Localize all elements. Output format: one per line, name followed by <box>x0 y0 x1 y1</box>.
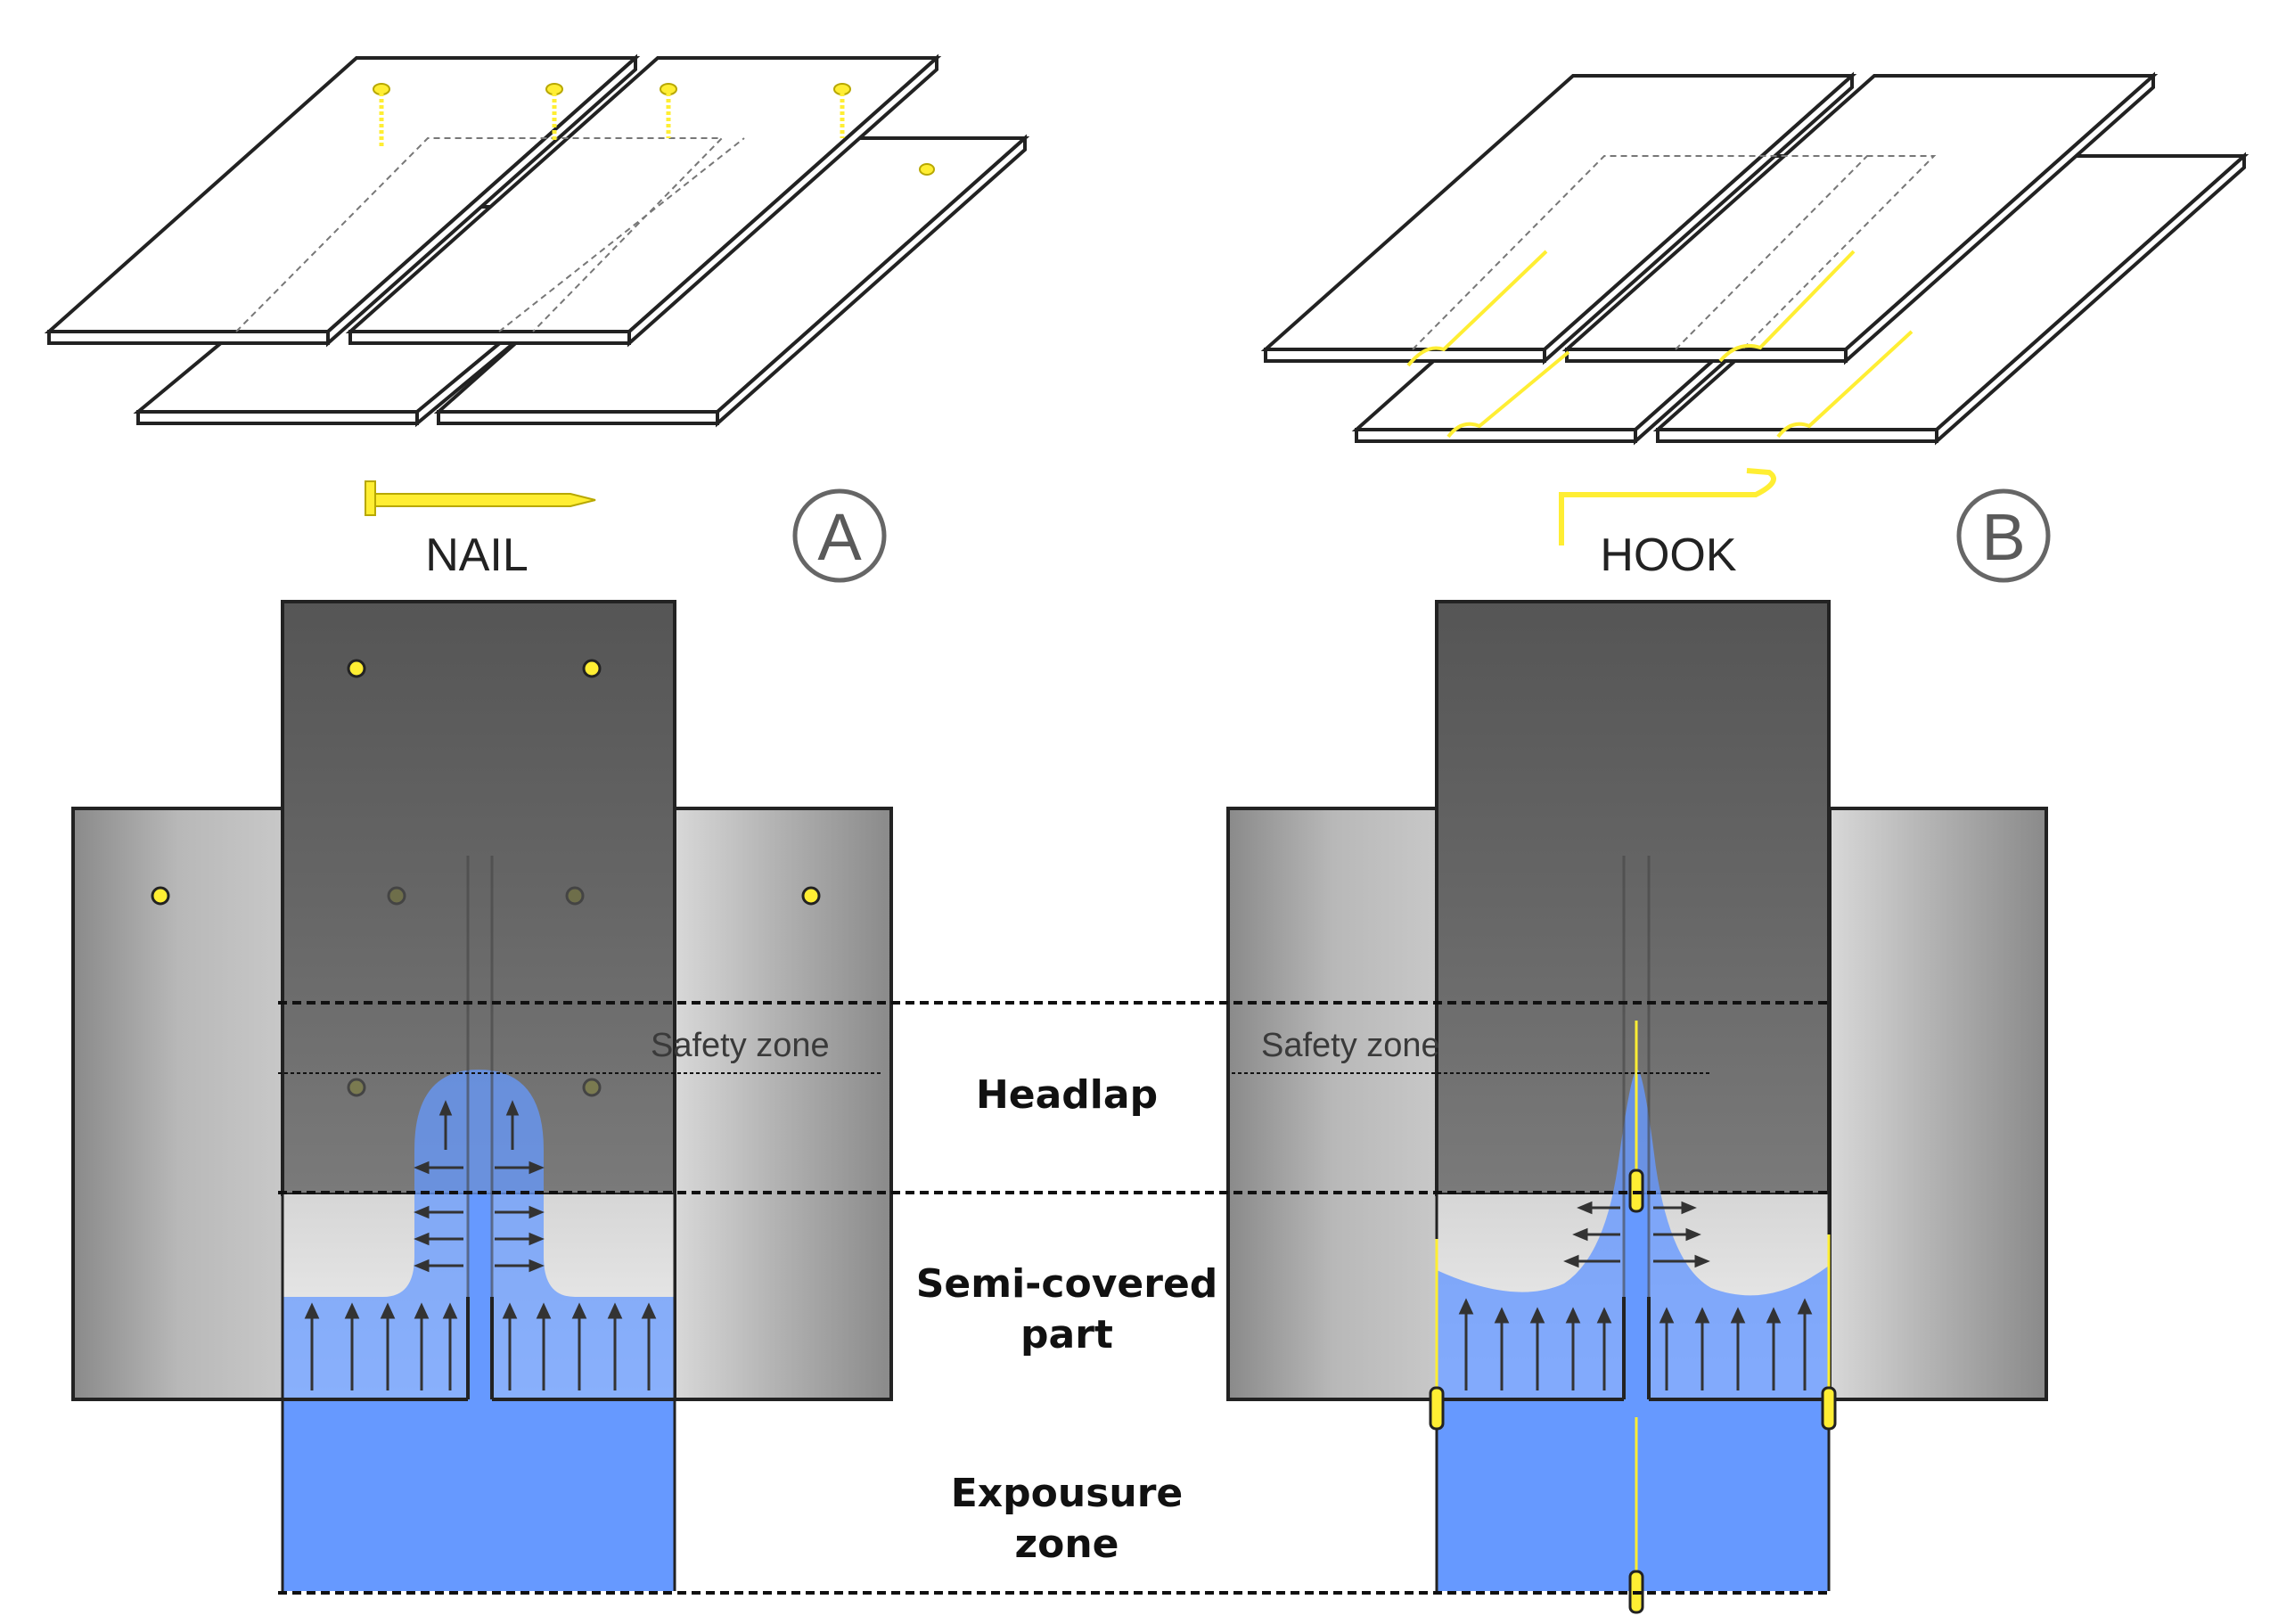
hook-icon <box>1406 250 1914 439</box>
badge-a: A <box>792 488 887 583</box>
iso-slate <box>44 53 641 348</box>
headlap-label: Headlap <box>976 1072 1158 1118</box>
nail-label: NAIL <box>425 529 529 581</box>
nail-icon <box>347 1078 366 1097</box>
nail-icon <box>387 886 406 906</box>
joint-gap <box>1624 1194 1649 1404</box>
safety-zone-label-b: Safety zone <box>1261 1027 1440 1064</box>
nail-icon <box>582 659 602 678</box>
semi-covered-label-2: part <box>1020 1312 1113 1357</box>
side-slate-left <box>71 807 286 1401</box>
badge-b: B <box>1956 488 2051 583</box>
nail-icon <box>660 83 677 138</box>
nail-icon <box>347 659 366 678</box>
side-slate-left <box>1226 807 1439 1401</box>
hook-legend-icon <box>1559 468 1776 545</box>
hook-icon <box>1628 1021 1644 1213</box>
flow-arrows <box>1458 1201 1813 1390</box>
nail-icon <box>373 83 390 147</box>
nail-icon <box>545 83 563 143</box>
side-slate-right <box>673 807 893 1401</box>
exposure-label-2: zone <box>1014 1521 1119 1567</box>
safety-zone-label-a: Safety zone <box>651 1027 830 1064</box>
nail-icon <box>801 886 821 906</box>
nail-isometric-slates <box>44 53 1030 428</box>
nail-icon <box>582 1078 602 1097</box>
hook-icon <box>1628 1417 1644 1614</box>
nail-legend-icon <box>365 480 596 516</box>
iso-slate <box>1260 71 1857 365</box>
badge-a-label: A <box>817 500 862 574</box>
badge-b-label: B <box>1981 500 2025 574</box>
semi-covered-label-1: Semi-covered <box>916 1261 1218 1307</box>
hook-isometric-slates <box>1260 71 2250 446</box>
joint-gap <box>468 1194 492 1404</box>
iso-slate <box>345 53 942 348</box>
exposure-water <box>1437 1399 1829 1591</box>
nail-icon <box>151 886 170 906</box>
iso-slate <box>1561 71 2159 365</box>
nail-icon <box>565 886 585 906</box>
exposure-label-1: Expousure <box>951 1471 1184 1516</box>
nail-icon <box>919 163 935 176</box>
zone-lines <box>278 1001 1832 1595</box>
hook-section <box>1226 600 2048 1614</box>
nail-icon <box>833 83 851 138</box>
hook-icon <box>1429 1239 1445 1431</box>
nail-section <box>71 600 893 1591</box>
exposure-water <box>283 1399 675 1591</box>
hook-icon <box>1821 1234 1837 1431</box>
flow-arrows <box>304 1100 657 1390</box>
side-slate-right <box>1828 807 2048 1401</box>
hook-label: HOOK <box>1600 529 1736 581</box>
